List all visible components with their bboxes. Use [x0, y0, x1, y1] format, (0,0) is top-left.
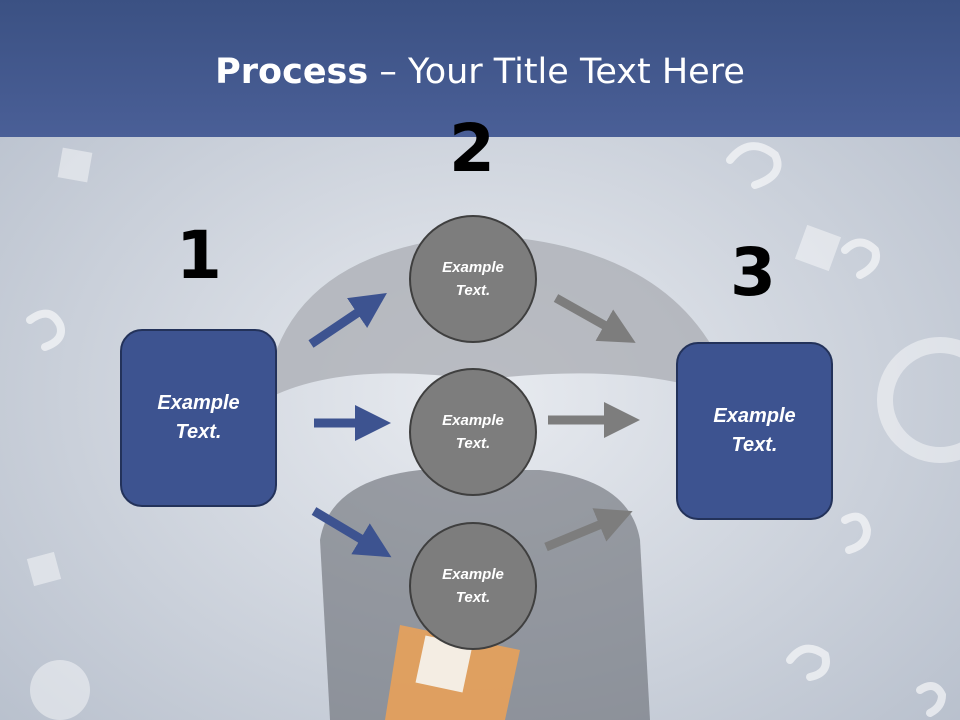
step-1-box-text: Example Text. — [157, 392, 240, 443]
title-bold-part: Process — [215, 52, 369, 92]
step-number-2: 2 — [449, 110, 495, 187]
title-bar: Process – Your Title Text Here — [0, 0, 960, 137]
step-2-circle-bottom: Example Text. — [409, 522, 537, 650]
title-rest-part: – Your Title Text Here — [368, 52, 745, 92]
step-3-box: Example Text. — [676, 342, 833, 520]
slide-title: Process – Your Title Text Here — [0, 52, 960, 92]
circle-middle-text: Example Text. — [442, 412, 504, 452]
circle-bottom-text: Example Text. — [442, 566, 504, 606]
step-1-box: Example Text. — [120, 329, 277, 507]
step-2-circle-middle: Example Text. — [409, 368, 537, 496]
step-3-box-text: Example Text. — [713, 405, 796, 456]
step-number-1: 1 — [176, 217, 222, 294]
step-2-circle-top: Example Text. — [409, 215, 537, 343]
step-number-3: 3 — [730, 234, 776, 311]
circle-top-text: Example Text. — [442, 259, 504, 299]
